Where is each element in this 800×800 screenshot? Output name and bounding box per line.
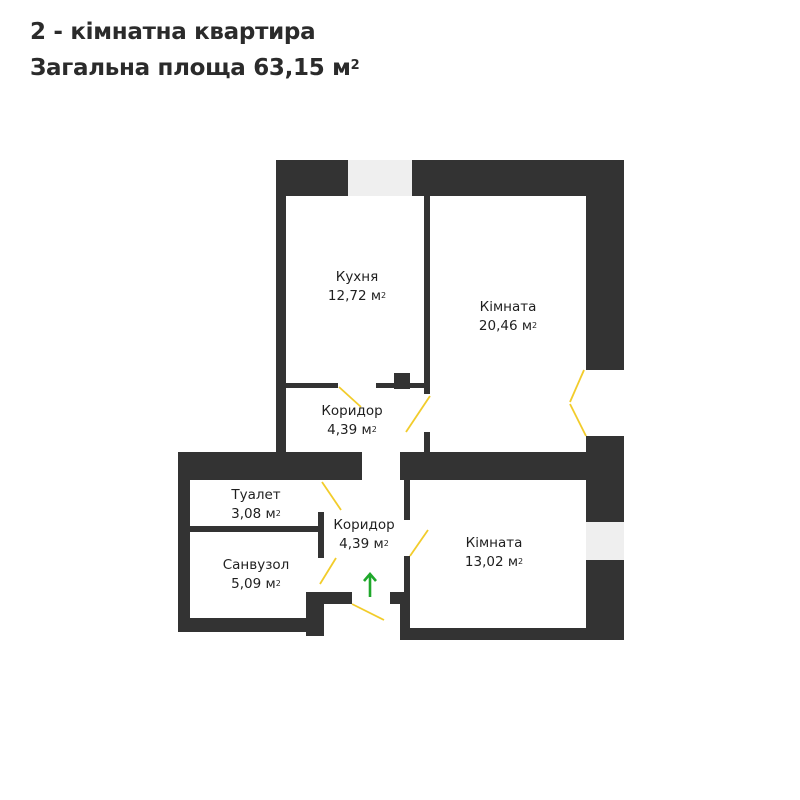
wall-bottom-right-post <box>400 592 410 640</box>
wall-middle-left <box>178 452 362 480</box>
partition-corridor-room-2-lower <box>404 556 410 596</box>
room-name: Кухня <box>335 269 379 285</box>
entrance-stub-left <box>306 592 352 604</box>
room-name: Кімната <box>479 299 537 315</box>
partition-wc-corridor <box>318 512 324 558</box>
room-label-corridor-lower: Коридор 4,39 м2 <box>333 516 394 554</box>
room-label-toilet: Туалет 3,08 м2 <box>231 486 281 524</box>
room-name: Коридор <box>321 403 383 419</box>
total-area-unit-power: 2 <box>350 58 360 73</box>
wall-bottom-left <box>178 618 308 632</box>
room-area: 20,46 м2 <box>478 318 538 334</box>
room-area: 12,72 м2 <box>327 288 387 304</box>
door-swing-kitchen <box>338 386 362 408</box>
wall-top-left <box>276 160 348 196</box>
window-kitchen <box>348 160 412 196</box>
room-name: Санвузол <box>222 557 290 573</box>
door-swing-room-2 <box>409 529 429 557</box>
window-room-2 <box>586 522 624 560</box>
room-label-kitchen: Кухня 12,72 м2 <box>328 268 386 306</box>
room-area: 13,02 м2 <box>464 554 524 570</box>
partition-corridor-room-lower <box>424 432 430 452</box>
room-name: Кімната <box>465 535 523 551</box>
door-swing-entrance <box>351 603 385 621</box>
door-swing-balcony-lower <box>569 403 587 437</box>
wall-middle-right <box>400 452 586 480</box>
door-swing-wc <box>321 481 342 511</box>
room-area: 3,08 м2 <box>231 506 281 522</box>
door-swing-balcony-upper <box>569 369 585 403</box>
total-area: Загальна площа 63,15 м2 <box>30 50 360 86</box>
wall-right-middle <box>586 436 624 522</box>
wall-right-lower <box>586 560 624 640</box>
room-name: Коридор <box>333 517 395 533</box>
room-label-living-room: Кімната 20,46 м2 <box>479 298 537 336</box>
door-swing-room-1 <box>405 395 431 433</box>
wall-left-lower <box>178 452 190 632</box>
total-area-label: Загальна площа 63,15 м <box>30 55 351 81</box>
apartment-title: 2 - кімнатна квартира <box>30 19 316 45</box>
partition-kitchen-corridor-left <box>286 383 338 388</box>
partition-wc-bath <box>190 526 318 532</box>
room-area: 5,09 м2 <box>231 576 281 592</box>
door-swing-bath <box>319 557 337 585</box>
partition-corridor-room-2-upper <box>404 480 410 520</box>
wall-left-upper <box>276 160 286 452</box>
room-label-corridor-upper: Коридор 4,39 м2 <box>321 402 382 440</box>
room-area: 4,39 м2 <box>327 422 377 438</box>
room-label-bathroom: Санвузол 5,09 м2 <box>223 556 290 594</box>
arrow-up-icon <box>363 572 377 597</box>
room-name: Туалет <box>231 487 281 503</box>
room-area: 4,39 м2 <box>339 536 389 552</box>
vent-shaft <box>394 373 410 389</box>
wall-right-upper <box>586 160 624 370</box>
header: 2 - кімнатна квартира Загальна площа 63,… <box>30 14 360 86</box>
wall-bottom-right <box>400 628 624 640</box>
room-label-bedroom: Кімната 13,02 м2 <box>465 534 523 572</box>
partition-kitchen-room <box>424 196 430 394</box>
